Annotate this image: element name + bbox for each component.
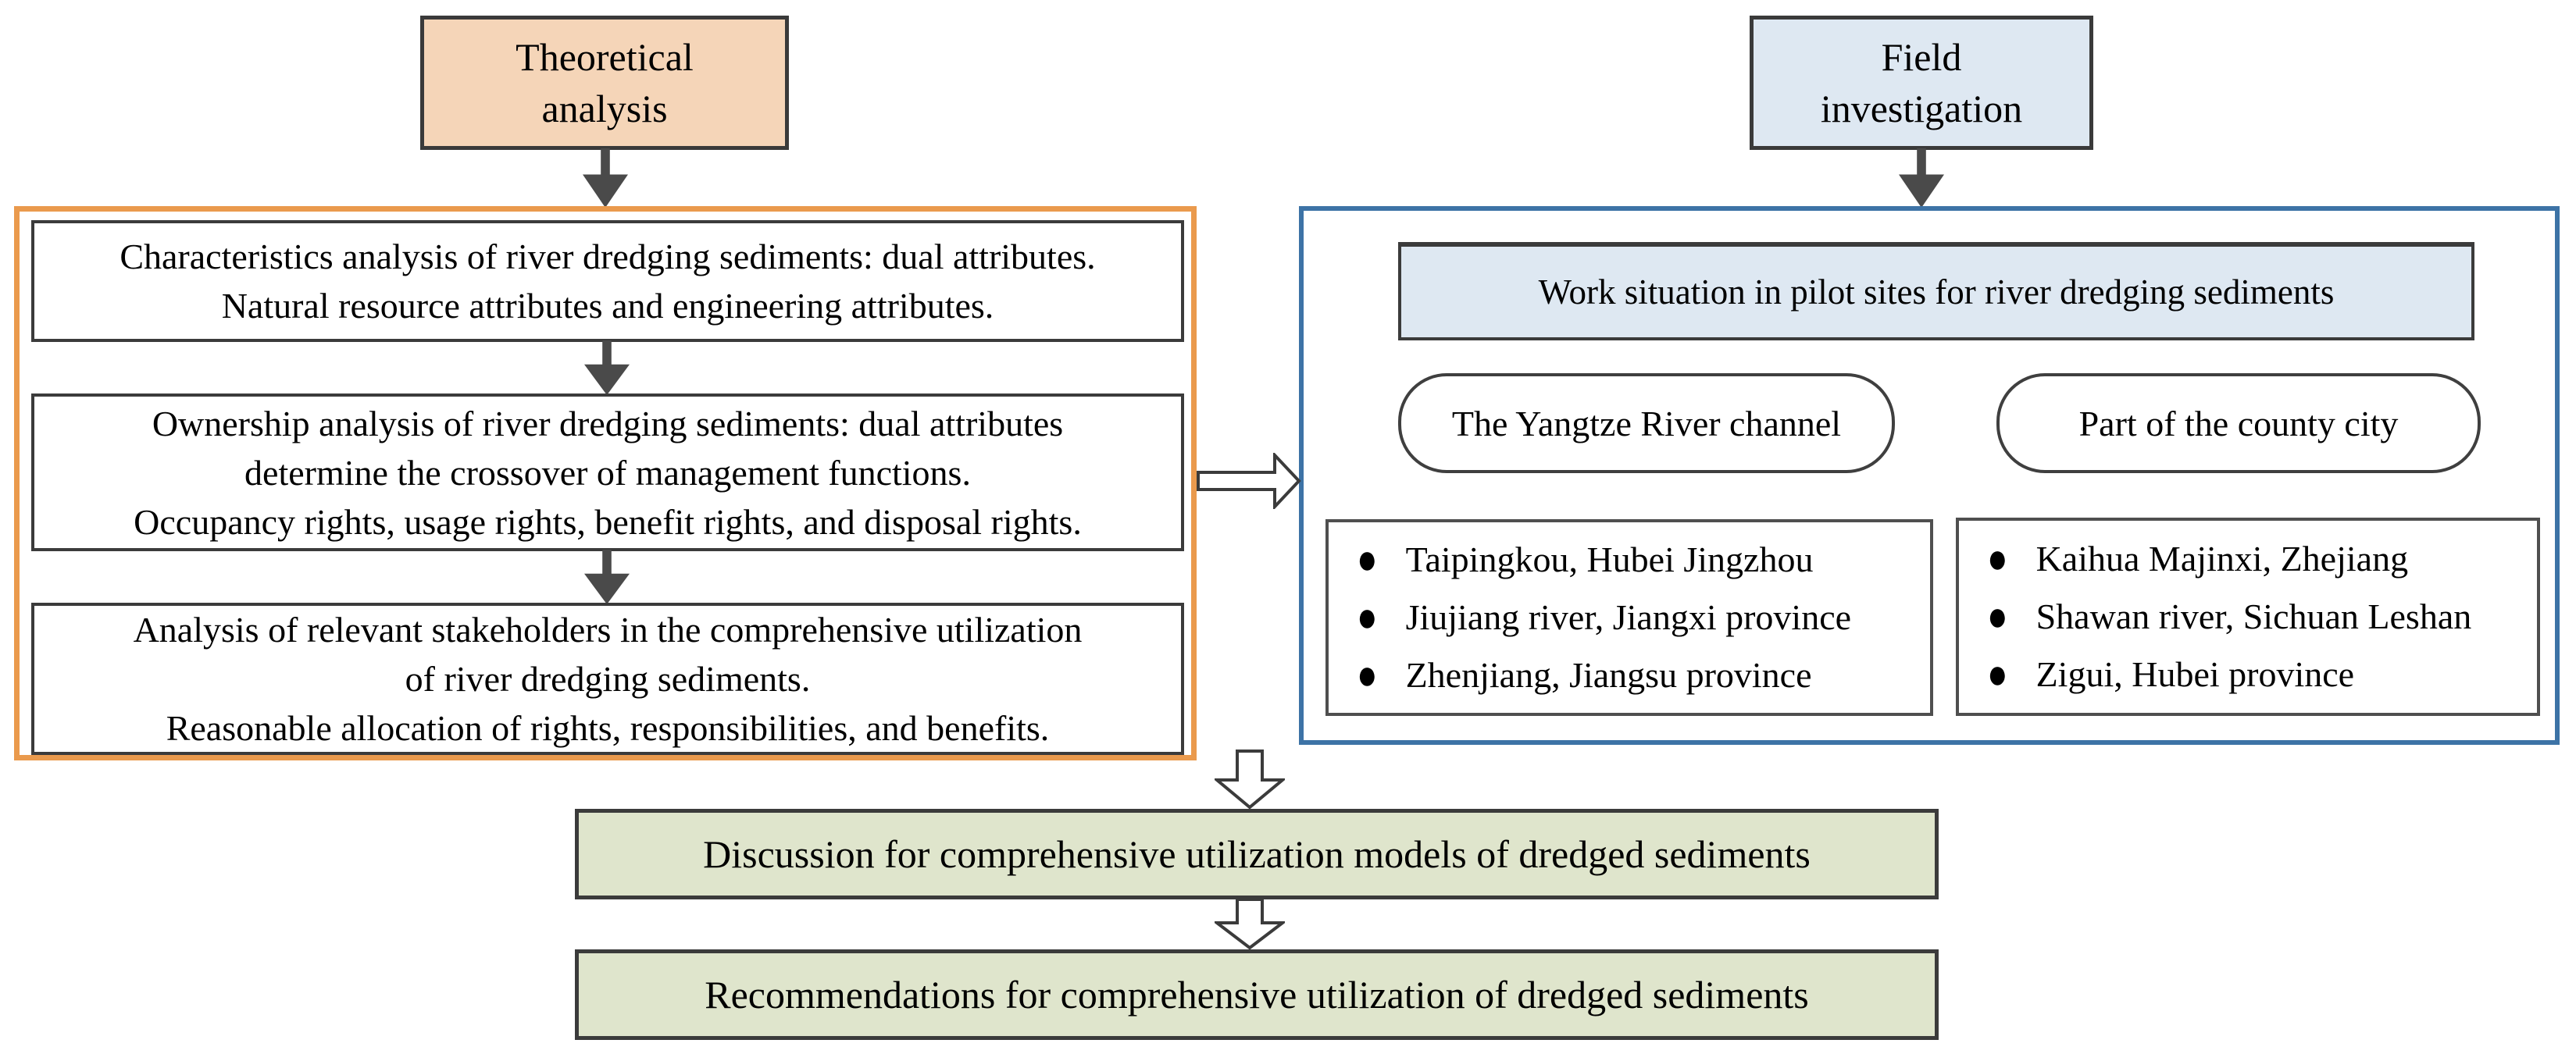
bullet-icon: ●	[1987, 534, 2008, 582]
ownership-line3: Occupancy rights, usage rights, benefit …	[134, 501, 1082, 542]
characteristics-line2: Natural resource attributes and engineer…	[221, 286, 994, 326]
discussion-text: Discussion for comprehensive utilization…	[703, 832, 1811, 876]
ownership-line1: Ownership analysis of river dredging sed…	[152, 403, 1064, 443]
list-item: ● Zhenjiang, Jiangsu province	[1357, 651, 1930, 699]
stakeholders-line3: Reasonable allocation of rights, respons…	[166, 708, 1050, 748]
site-label: Zhenjiang, Jiangsu province	[1405, 655, 1812, 695]
bullet-icon: ●	[1987, 592, 2008, 640]
list-item: ● Taipingkou, Hubei Jingzhou	[1357, 536, 1930, 583]
list-item: ● Shawan river, Sichuan Leshan	[1987, 593, 2537, 640]
pilot-sites-header-text: Work situation in pilot sites for river …	[1538, 272, 2335, 312]
theoretical-analysis-line1: Theoretical	[516, 35, 694, 79]
county-sites-list: ● Kaihua Majinxi, Zhejiang ● Shawan rive…	[1956, 518, 2540, 716]
ownership-analysis-box: Ownership analysis of river dredging sed…	[31, 393, 1184, 551]
theoretical-analysis-box: Theoretical analysis	[420, 16, 789, 150]
list-item: ● Jiujiang river, Jiangxi province	[1357, 593, 1930, 641]
hollow-arrow-down-icon	[1212, 898, 1287, 950]
stakeholders-analysis-box: Analysis of relevant stakeholders in the…	[31, 603, 1184, 755]
hollow-arrow-right-icon	[1197, 450, 1301, 511]
site-label: Kaihua Majinxi, Zhejiang	[2035, 539, 2409, 579]
bullet-icon: ●	[1357, 593, 1378, 641]
yangtze-river-channel-text: The Yangtze River channel	[1451, 403, 1842, 443]
stakeholders-line2: of river dredging sediments.	[405, 659, 811, 699]
arrow-down-icon	[1899, 148, 1944, 208]
bullet-icon: ●	[1357, 650, 1378, 699]
yangtze-river-channel-box: The Yangtze River channel	[1398, 373, 1895, 473]
list-item: ● Kaihua Majinxi, Zhejiang	[1987, 535, 2537, 582]
yangtze-sites-list: ● Taipingkou, Hubei Jingzhou ● Jiujiang …	[1325, 519, 1933, 716]
stakeholders-line1: Analysis of relevant stakeholders in the…	[133, 610, 1083, 650]
county-city-box: Part of the county city	[1996, 373, 2481, 473]
field-investigation-line2: investigation	[1820, 87, 2023, 130]
county-city-text: Part of the county city	[2078, 403, 2399, 443]
bullet-icon: ●	[1987, 650, 2008, 698]
arrow-down-icon	[583, 148, 628, 208]
theoretical-analysis-line2: analysis	[541, 87, 668, 130]
recommendations-text: Recommendations for comprehensive utiliz…	[705, 973, 1809, 1017]
bullet-icon: ●	[1357, 535, 1378, 583]
pilot-sites-header-box: Work situation in pilot sites for river …	[1398, 242, 2474, 340]
site-label: Zigui, Hubei province	[2035, 654, 2355, 694]
ownership-line2: determine the crossover of management fu…	[244, 452, 971, 493]
field-investigation-box: Field investigation	[1750, 16, 2093, 150]
field-investigation-line1: Field	[1881, 35, 1962, 79]
site-label: Jiujiang river, Jiangxi province	[1405, 597, 1852, 637]
discussion-box: Discussion for comprehensive utilization…	[575, 809, 1939, 899]
characteristics-line1: Characteristics analysis of river dredgi…	[120, 237, 1096, 276]
characteristics-analysis-box: Characteristics analysis of river dredgi…	[31, 220, 1184, 342]
recommendations-box: Recommendations for comprehensive utiliz…	[575, 949, 1939, 1040]
site-label: Shawan river, Sichuan Leshan	[2035, 596, 2472, 636]
hollow-arrow-down-icon	[1212, 750, 1287, 810]
site-label: Taipingkou, Hubei Jingzhou	[1405, 539, 1814, 579]
list-item: ● Zigui, Hubei province	[1987, 650, 2537, 698]
